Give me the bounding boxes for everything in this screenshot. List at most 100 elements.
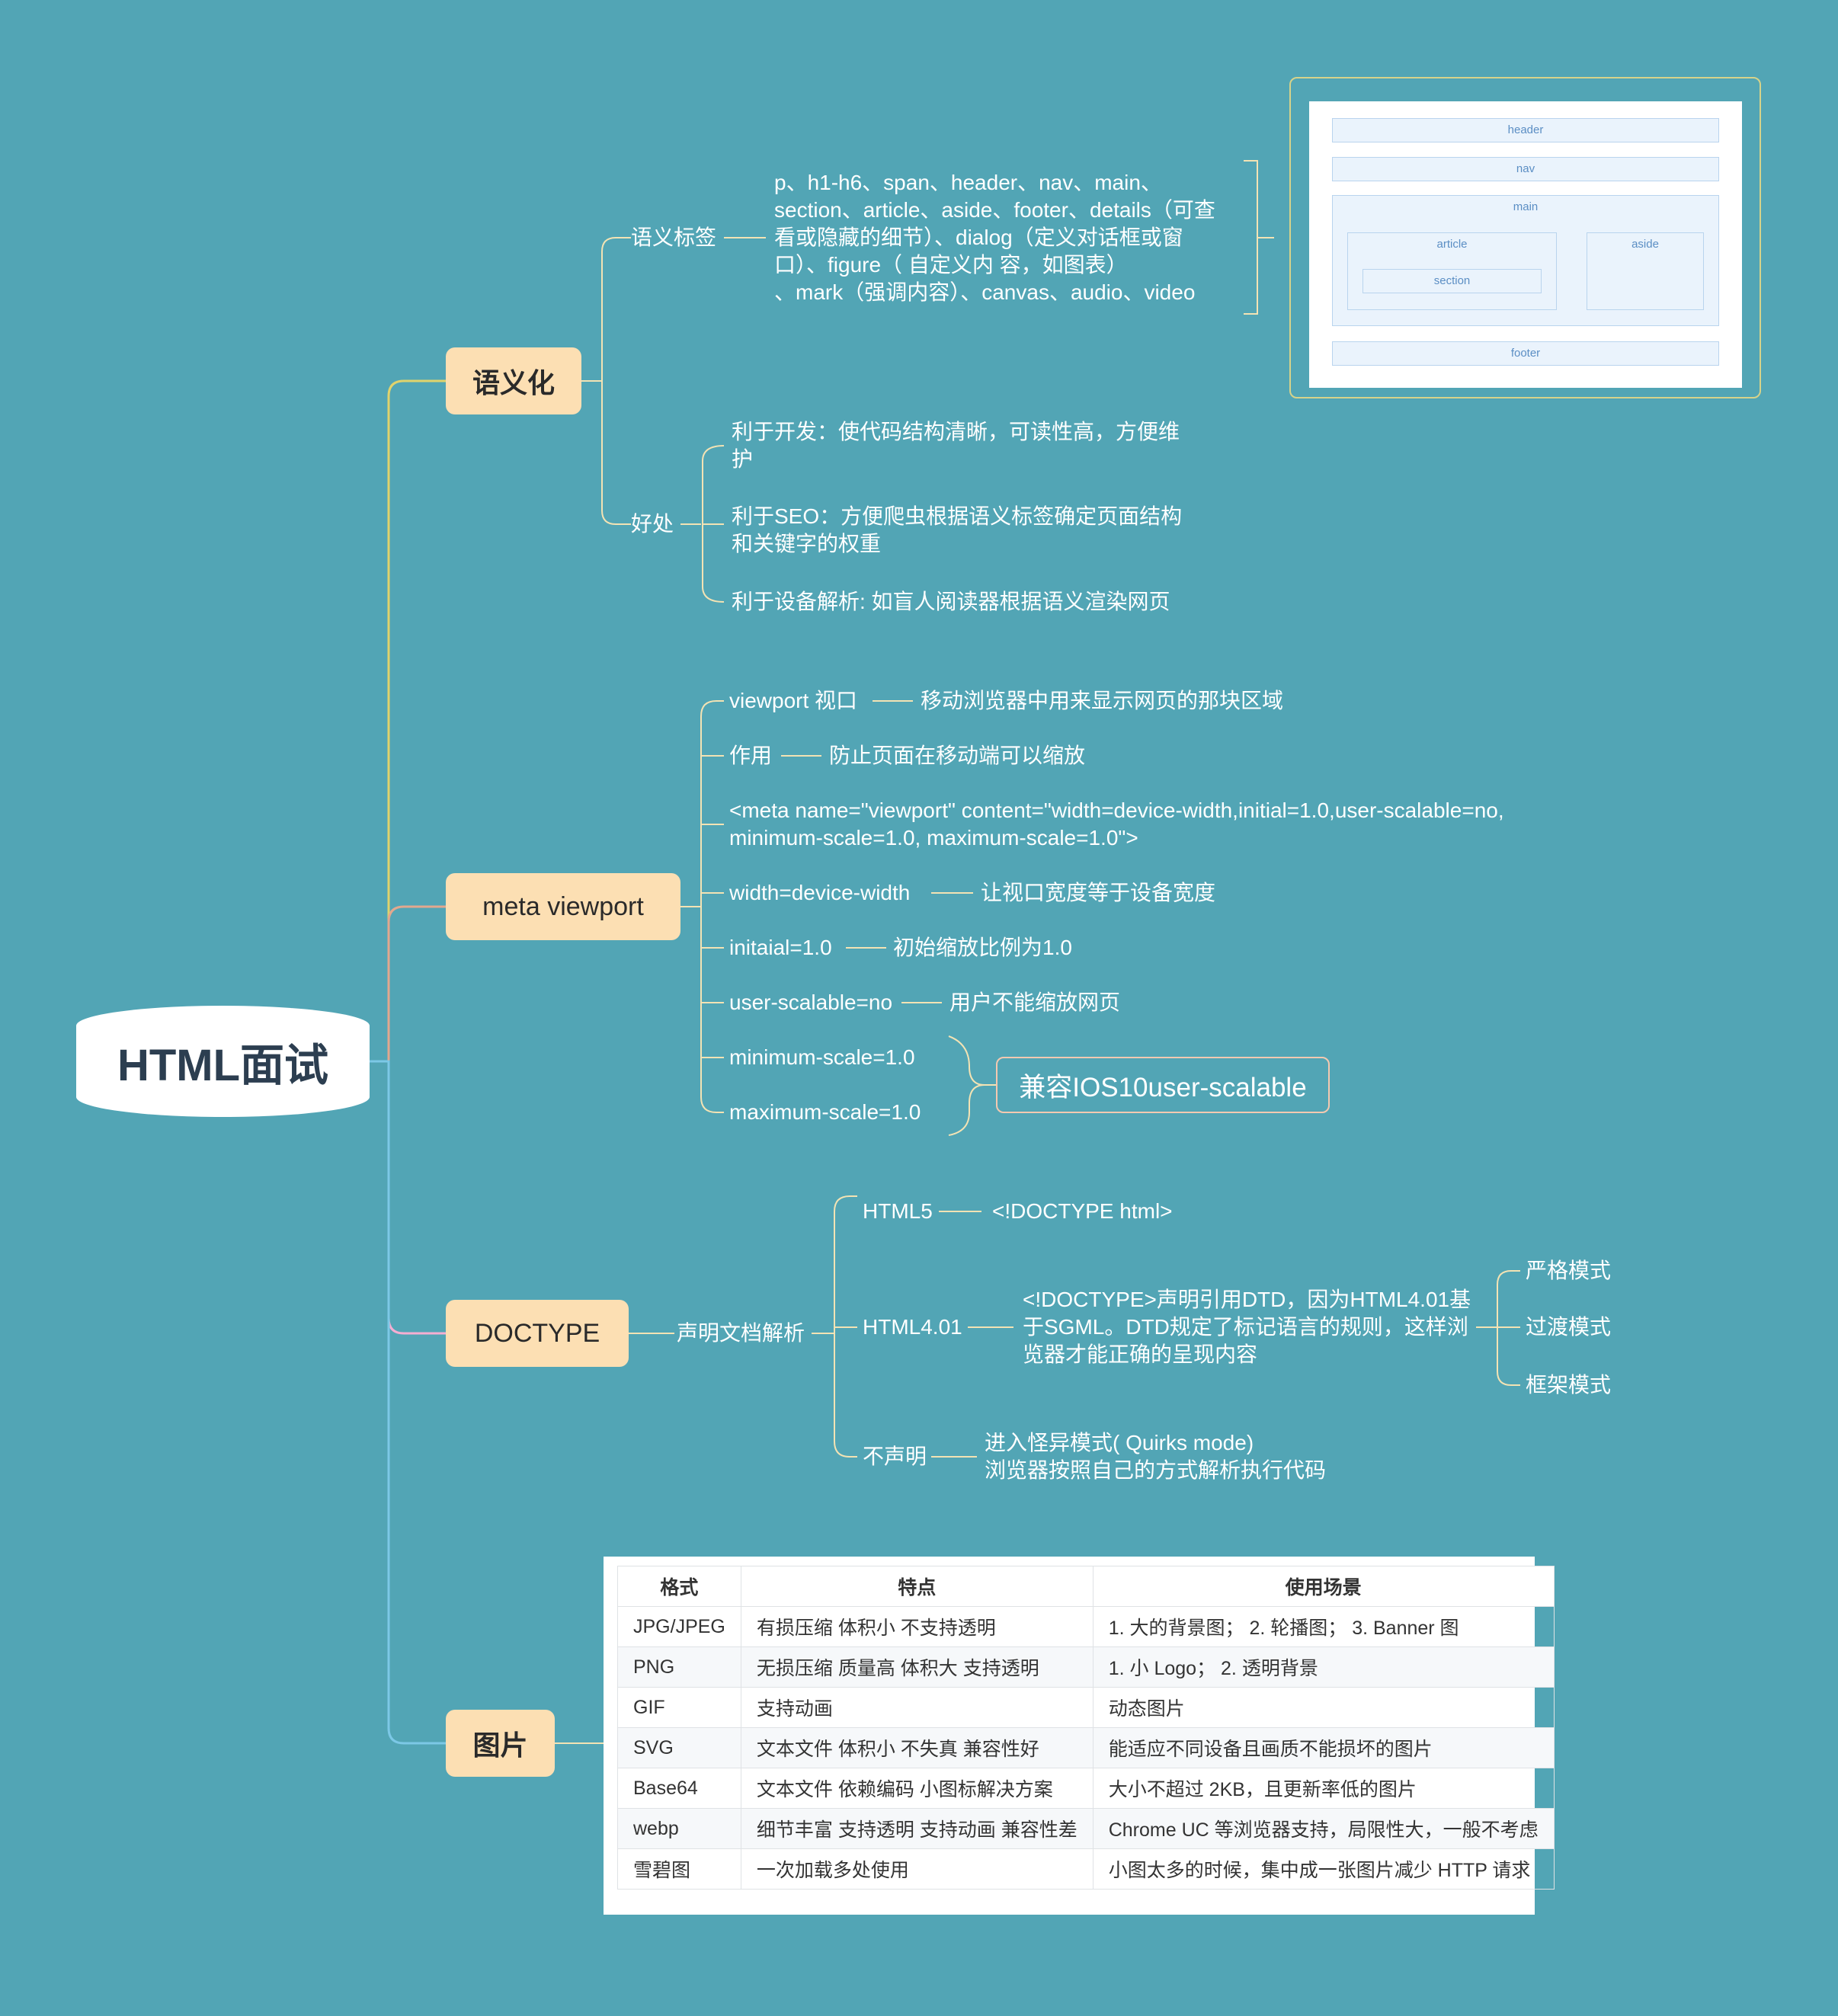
meta-item-key: minimum-scale=1.0 bbox=[729, 1045, 915, 1069]
doctype-mode-frameset: 框架模式 bbox=[1526, 1373, 1612, 1397]
wf-header: header bbox=[1332, 118, 1719, 142]
meta-item-key: initaial=1.0 bbox=[729, 936, 832, 959]
tags-line: 看或隐藏的细节）、dialog（定义对话框或窗 bbox=[774, 226, 1183, 249]
images-label: 图片 bbox=[472, 1730, 528, 1761]
semantic-tags-label: 语义标签 bbox=[631, 226, 717, 249]
root-title: HTML面试 bbox=[117, 1041, 329, 1090]
wf-section: section bbox=[1362, 269, 1542, 293]
meta-viewport-node[interactable]: meta viewport bbox=[446, 873, 680, 940]
table-row: 雪碧图 一次加载多处使用 小图太多的时候，集中成一张图片减少 HTTP 请求 bbox=[617, 1848, 1555, 1890]
benefit-dev: 利于开发：使代码结构清晰，可读性高，方便维 护 bbox=[732, 418, 1219, 473]
meta-item-key: maximum-scale=1.0 bbox=[729, 1100, 921, 1124]
none-desc-line: 浏览器按照自己的方式解析执行代码 bbox=[985, 1458, 1327, 1482]
tags-line: section、article、aside、footer、details（可查 bbox=[774, 198, 1215, 222]
benefit-line: 利于设备解析: 如盲人阅读器根据语义渲染网页 bbox=[732, 590, 1170, 613]
benefit-line: 利于SEO：方便爬虫根据语义标签确定页面结构 bbox=[732, 504, 1183, 528]
trunk-to-images bbox=[370, 1060, 446, 1745]
table-cell: 能适应不同设备且画质不能损坏的图片 bbox=[1092, 1727, 1555, 1768]
table-cell: 动态图片 bbox=[1092, 1687, 1555, 1728]
meta-item-key: 作用 bbox=[729, 744, 773, 767]
meta-item-key: user-scalable=no bbox=[729, 990, 893, 1014]
doctype-node[interactable]: DOCTYPE bbox=[446, 1300, 629, 1367]
table-row: SVG 文本文件 体积小 不失真 兼容性好 能适应不同设备且画质不能损坏的图片 bbox=[617, 1727, 1555, 1768]
table-row: Base64 文本文件 依赖编码 小图标解决方案 大小不超过 2KB，且更新率低… bbox=[617, 1768, 1555, 1809]
table-cell: GIF bbox=[617, 1687, 741, 1728]
table-row: JPG/JPEG 有损压缩 体积小 不支持透明 1. 大的背景图； 2. 轮播图… bbox=[617, 1606, 1555, 1647]
meta-item-value: 让视口宽度等于设备宽度 bbox=[981, 881, 1216, 904]
table-row: webp 细节丰富 支持透明 支持动画 兼容性差 Chrome UC 等浏览器支… bbox=[617, 1808, 1555, 1849]
table-cell: Chrome UC 等浏览器支持，局限性大，一般不考虑 bbox=[1092, 1808, 1555, 1849]
meta-item-key: viewport 视口 bbox=[729, 689, 858, 712]
wf-footer: footer bbox=[1332, 341, 1719, 366]
wf-aside-label: aside bbox=[1631, 238, 1659, 251]
table-cell: 文本文件 依赖编码 小图标解决方案 bbox=[740, 1768, 1094, 1809]
wf-main-label: main bbox=[1513, 200, 1539, 213]
meta-label: meta viewport bbox=[482, 891, 644, 921]
table-cell: 细节丰富 支持透明 支持动画 兼容性差 bbox=[740, 1808, 1094, 1849]
image-format-table-panel: 格式 特点 使用场景 JPG/JPEG 有损压缩 体积小 不支持透明 1. 大的… bbox=[604, 1557, 1555, 1915]
benefit-seo: 利于SEO：方便爬虫根据语义标签确定页面结构 和关键字的权重 bbox=[732, 503, 1219, 558]
tags-line: 、mark（强调内容）、canvas、audio、video bbox=[774, 280, 1196, 304]
tags-line: p、h1-h6、span、header、nav、main、 bbox=[774, 171, 1162, 194]
table-cell: 一次加载多处使用 bbox=[740, 1848, 1094, 1890]
table-cell: 无损压缩 质量高 体积大 支持透明 bbox=[740, 1646, 1094, 1688]
semantic-node[interactable]: 语义化 bbox=[446, 347, 581, 414]
none-desc-line: 进入怪异模式( Quirks mode) bbox=[985, 1431, 1254, 1454]
table-cell: 雪碧图 bbox=[617, 1848, 741, 1890]
meta-item-value: 移动浏览器中用来显示网页的那块区域 bbox=[921, 689, 1284, 712]
table-cell: PNG bbox=[617, 1646, 741, 1688]
trunk-to-doctype bbox=[370, 1060, 446, 1335]
doctype-html401-key: HTML4.01 bbox=[863, 1315, 962, 1339]
root-node[interactable]: HTML面试 bbox=[76, 1006, 370, 1117]
benefit-device: 利于设备解析: 如盲人阅读器根据语义渲染网页 bbox=[732, 588, 1219, 616]
table-cell: 1. 小 Logo； 2. 透明背景 bbox=[1092, 1646, 1555, 1688]
doctype-mode-transitional: 过渡模式 bbox=[1526, 1315, 1612, 1339]
tags-line: 口）、figure（ 自定义内 容，如图表） bbox=[774, 253, 1128, 277]
doctype-none-desc: 进入怪异模式( Quirks mode) 浏览器按照自己的方式解析执行代码 bbox=[985, 1429, 1442, 1484]
benefit-line: 护 bbox=[732, 447, 754, 471]
doctype-html5-key: HTML5 bbox=[863, 1199, 933, 1223]
table-cell: 文本文件 体积小 不失真 兼容性好 bbox=[740, 1727, 1094, 1768]
table-cell: 有损压缩 体积小 不支持透明 bbox=[740, 1606, 1094, 1647]
doctype-html401-desc: <!DOCTYPE>声明引用DTD，因为HTML4.01基 于SGML。DTD规… bbox=[1023, 1286, 1480, 1368]
table-row: GIF 支持动画 动态图片 bbox=[617, 1687, 1555, 1728]
semantic-tags-text: p、h1-h6、span、header、nav、main、 section、ar… bbox=[774, 169, 1247, 306]
doctype-parse-label: 声明文档解析 bbox=[677, 1321, 805, 1345]
table-cell: SVG bbox=[617, 1727, 741, 1768]
table-cell: 小图太多的时候，集中成一张图片减少 HTTP 请求 bbox=[1092, 1848, 1555, 1890]
html401-desc-line: <!DOCTYPE>声明引用DTD，因为HTML4.01基 bbox=[1023, 1288, 1471, 1311]
table-cell: 大小不超过 2KB，且更新率低的图片 bbox=[1092, 1768, 1555, 1809]
meta-item-value: 初始缩放比例为1.0 bbox=[893, 936, 1072, 959]
compat-note: 兼容IOS10user-scalable bbox=[996, 1057, 1330, 1113]
semantic-layout-image: header nav main article section aside fo… bbox=[1309, 101, 1742, 388]
table-row: PNG 无损压缩 质量高 体积大 支持透明 1. 小 Logo； 2. 透明背景 bbox=[617, 1646, 1555, 1688]
meta-item-value: 防止页面在移动端可以缩放 bbox=[829, 744, 1086, 767]
table-header-cell: 格式 bbox=[617, 1566, 741, 1607]
meta-item-value: 用户不能缩放网页 bbox=[949, 990, 1121, 1014]
table-cell: 支持动画 bbox=[740, 1687, 1094, 1728]
meta-tag-line: minimum-scale=1.0, maximum-scale=1.0"> bbox=[729, 826, 1138, 850]
doctype-none-key: 不声明 bbox=[863, 1445, 927, 1468]
html401-desc-line: 览器才能正确的呈现内容 bbox=[1023, 1342, 1258, 1366]
images-node[interactable]: 图片 bbox=[446, 1710, 555, 1777]
meta-tag-line: <meta name="viewport" content="width=dev… bbox=[729, 798, 1504, 822]
trunk-to-meta bbox=[370, 905, 446, 1063]
table-cell: Base64 bbox=[617, 1768, 741, 1809]
image-format-table: 格式 特点 使用场景 JPG/JPEG 有损压缩 体积小 不支持透明 1. 大的… bbox=[617, 1566, 1555, 1890]
trunk-to-semantic bbox=[370, 379, 446, 1063]
table-cell: webp bbox=[617, 1808, 741, 1849]
table-header-row: 格式 特点 使用场景 bbox=[617, 1566, 1555, 1607]
semantic-label: 语义化 bbox=[472, 367, 555, 398]
doctype-html5-value: <!DOCTYPE html> bbox=[992, 1199, 1173, 1223]
wf-aside: aside bbox=[1587, 232, 1704, 310]
html401-desc-line: 于SGML。DTD规定了标记语言的规则，这样浏 bbox=[1023, 1315, 1468, 1339]
meta-item-key: width=device-width bbox=[729, 881, 911, 904]
meta-tag-example: <meta name="viewport" content="width=dev… bbox=[729, 797, 1567, 852]
table-header-cell: 特点 bbox=[740, 1566, 1094, 1607]
doctype-label: DOCTYPE bbox=[474, 1318, 600, 1348]
semantic-layout-image-frame bbox=[1289, 77, 1761, 398]
semantic-benefits-label: 好处 bbox=[631, 512, 674, 536]
table-header-cell: 使用场景 bbox=[1092, 1566, 1555, 1607]
benefit-line: 和关键字的权重 bbox=[732, 532, 882, 555]
